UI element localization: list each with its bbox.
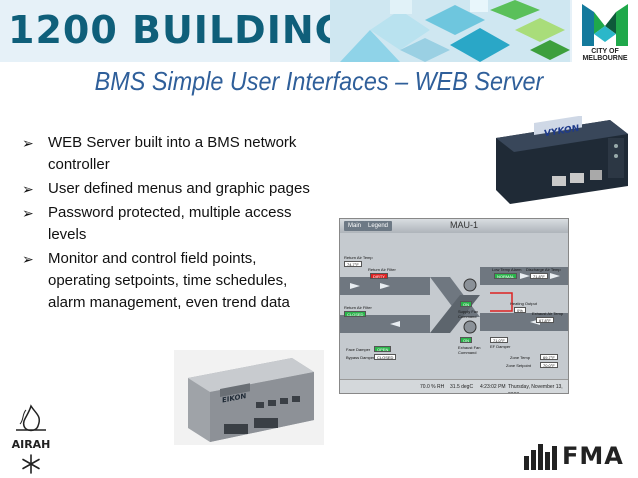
return-air-filter-2-status: CLOSED — [344, 311, 367, 317]
city-of-melbourne-logo: CITY OF MELBOURNE — [572, 0, 638, 62]
discharge-air-temp-value: 71.8°F — [530, 273, 548, 279]
airah-flame-icon — [16, 404, 46, 432]
return-air-filter-label: Return Air Filter — [368, 267, 396, 272]
eikon-controller-image: EIKON — [174, 350, 324, 445]
bms-toolbar: Main Legend MAU-1 — [340, 219, 568, 233]
low-temp-alarm-status: NORMAL — [494, 273, 518, 279]
geometric-blocks-graphic — [330, 0, 570, 62]
ef-damper-label: EF Damper — [490, 344, 511, 349]
low-temp-alarm-label: Low Temp Alarm — [492, 267, 522, 272]
fma-bars-icon — [524, 444, 557, 470]
logo-caption: CITY OF MELBOURNE — [582, 48, 628, 62]
bms-screen-title: MAU-1 — [450, 220, 479, 230]
fma-wordmark: FMA — [562, 442, 624, 470]
arrow-bullet-icon: ➢ — [22, 205, 34, 221]
return-air-filter-status: DIRTY — [370, 273, 388, 279]
face-damper-status: OPEN — [374, 346, 392, 352]
bullet-text: Monitor and control field points, operat… — [48, 250, 290, 311]
melbourne-m-icon — [582, 4, 628, 46]
pressure-readout: 31.5 degC — [450, 384, 474, 390]
zone-setpoint-value[interactable]: 70.0°F — [540, 362, 558, 368]
exhaust-fan-command-label: Exhaust Fan Command — [458, 345, 481, 355]
bullet-text: Password protected, multiple access leve… — [48, 204, 292, 243]
ef-damper-value: 71.0°F — [490, 337, 508, 343]
supply-fan-status: ON — [460, 301, 472, 307]
humidity-readout: 70.0 % RH — [420, 384, 445, 390]
zone-setpoint-label: Zone Setpoint — [506, 363, 531, 368]
return-air-temp-label: Return Air Temp — [344, 255, 373, 260]
bms-web-screen: Main Legend MAU-1 Return Air Temp 74.7°F… — [339, 218, 569, 394]
tab-legend[interactable]: Legend — [364, 221, 393, 231]
date-readout: Thursday, November 13, 2008 — [508, 384, 563, 393]
airah-logo: AIRAH — [8, 404, 54, 474]
clock-readout: 4:23:02 PM — [480, 384, 506, 390]
list-item: ➢ WEB Server built into a BMS network co… — [22, 132, 322, 176]
bullet-text: User defined menus and graphic pages — [48, 180, 310, 197]
vykon-controller-image: VYKON — [496, 116, 628, 204]
list-item: ➢ Password protected, multiple access le… — [22, 202, 322, 246]
tab-main[interactable]: Main — [344, 221, 366, 231]
list-item: ➢ Monitor and control field points, oper… — [22, 248, 322, 314]
snowflake-icon — [22, 454, 40, 474]
arrow-bullet-icon: ➢ — [22, 135, 34, 151]
fma-logo: FMA — [524, 440, 628, 472]
header-banner: 1200 BUILDINGS CITY OF MELBOURNE — [0, 0, 638, 62]
exhaust-air-temp-label: Exhaust Air Temp — [532, 311, 564, 316]
arrow-bullet-icon: ➢ — [22, 181, 34, 197]
exhaust-fan-status: ON — [460, 337, 472, 343]
bms-status-bar: 70.0 % RH 31.5 degC 4:23:02 PM Thursday,… — [340, 379, 568, 393]
heating-output-value: 0% — [514, 307, 526, 313]
bypass-damper-label: Bypass Damper — [346, 355, 375, 360]
zone-temp-label: Zone Temp — [510, 355, 530, 360]
banner-title: 1200 BUILDINGS — [8, 8, 376, 52]
return-air-filter-2-label: Return Air Filter — [344, 305, 372, 310]
list-item: ➢ User defined menus and graphic pages — [22, 178, 322, 200]
arrow-bullet-icon: ➢ — [22, 251, 34, 267]
return-air-temp-value: 74.7°F — [344, 261, 362, 267]
slide-subtitle: BMS Simple User Interfaces – WEB Server — [94, 66, 544, 96]
exhaust-air-temp-value: 67.8°F — [536, 317, 554, 323]
bypass-damper-status: CLOSED — [374, 354, 397, 360]
bullet-text: WEB Server built into a BMS network cont… — [48, 134, 297, 173]
airah-wordmark: AIRAH — [11, 438, 51, 451]
face-damper-label: Face Damper — [346, 347, 371, 352]
zone-temp-value: 69.7°F — [540, 354, 558, 360]
bullet-list: ➢ WEB Server built into a BMS network co… — [22, 132, 322, 316]
supply-fan-command-label: Supply Fan Command — [458, 309, 479, 319]
heating-output-label: Heating Output — [510, 301, 537, 306]
discharge-air-temp-label: Discharge Air Temp — [526, 267, 561, 272]
